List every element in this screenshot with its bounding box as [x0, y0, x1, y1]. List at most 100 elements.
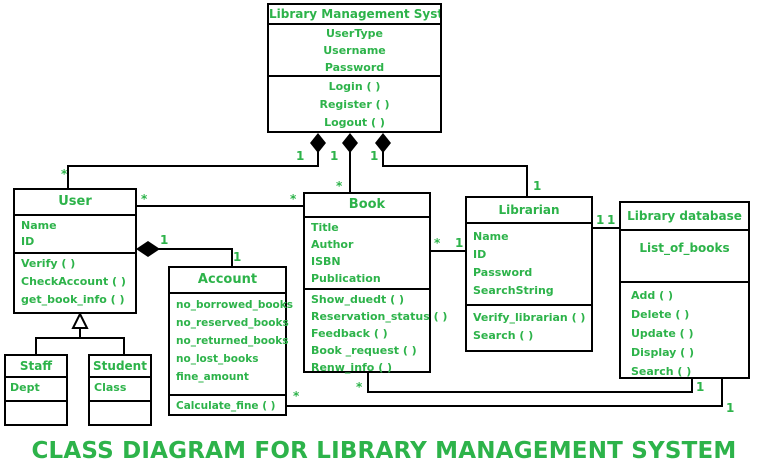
composition-diamond-lms-user: [310, 133, 326, 153]
attribute: ISBN: [311, 255, 341, 268]
attributes-lms: UserType Username Password: [269, 25, 440, 77]
generalization-arrowhead: [71, 311, 89, 329]
method: Display ( ): [631, 346, 695, 359]
class-name-book: Book: [305, 194, 429, 218]
attributes-book: Title Author ISBN Publication: [305, 218, 429, 290]
connector-lms-user: [67, 150, 319, 188]
method: get_book_info ( ): [21, 293, 125, 306]
methods-account: Calculate_fine ( ): [170, 396, 285, 417]
multiplicity-label: 1: [696, 380, 705, 394]
multiplicity-label: *: [141, 192, 148, 206]
class-name-library-database: Library database: [621, 203, 748, 231]
attribute: Class: [94, 381, 127, 394]
attribute: UserType: [325, 27, 384, 40]
multiplicity-label: 1: [726, 401, 735, 415]
class-name-lms: Library Management System: [269, 5, 440, 25]
attribute: SearchString: [473, 284, 554, 297]
attribute: Publication: [311, 272, 381, 285]
composition-diamond-lms-librarian: [375, 133, 391, 153]
attribute: no_returned_books: [176, 335, 289, 347]
multiplicity-label: *: [293, 389, 300, 403]
class-library-management-system: Library Management System UserType Usern…: [267, 3, 442, 133]
class-name-staff: Staff: [6, 356, 66, 378]
multiplicity-label: 1: [160, 233, 169, 247]
attribute: ID: [21, 235, 35, 248]
attributes-user: Name ID: [15, 216, 135, 254]
method: Book _request ( ): [311, 344, 417, 357]
attribute: no_borrowed_books: [176, 299, 294, 311]
methods-student: [90, 402, 150, 406]
multiplicity-label: 1: [455, 236, 464, 250]
methods-staff: [6, 402, 66, 406]
multiplicity-label: *: [336, 179, 343, 193]
multiplicity-label: 1: [370, 149, 379, 163]
method: Login ( ): [328, 80, 381, 93]
method: Update ( ): [631, 327, 694, 340]
attribute: Name: [473, 230, 509, 243]
method: Verify_librarian ( ): [473, 311, 586, 324]
method: Show_duedt ( ): [311, 293, 404, 306]
class-account: Account no_borrowed_books no_reserved_bo…: [168, 266, 294, 417]
attribute: Password: [473, 266, 533, 279]
generalization-branches: [35, 337, 125, 354]
attribute: Author: [311, 238, 354, 251]
class-name-account: Account: [170, 268, 285, 294]
attribute: Password: [324, 61, 385, 74]
class-student: Student Class: [88, 354, 152, 426]
attribute: Name: [21, 219, 57, 232]
class-name-user: User: [15, 190, 135, 216]
class-book: Book Title Author ISBN Publication Show_…: [303, 192, 447, 374]
attribute: Title: [311, 221, 339, 234]
multiplicity-label: *: [356, 380, 363, 394]
method: Verify ( ): [21, 257, 76, 270]
connector-lms-librarian: [382, 150, 528, 196]
method: Renw_info ( ): [311, 361, 393, 374]
composition-diamond-lms-book: [342, 133, 358, 153]
method: Logout ( ): [324, 116, 385, 129]
multiplicity-label: *: [61, 167, 68, 181]
multiplicity-label: 1: [607, 213, 616, 227]
connector-user-account: [158, 248, 233, 266]
method: Search ( ): [473, 329, 534, 342]
multiplicity-label: *: [434, 236, 441, 250]
attributes-librarian: Name ID Password SearchString: [467, 224, 591, 306]
method: Register ( ): [319, 98, 390, 111]
method: Delete ( ): [631, 308, 690, 321]
methods-librarian: Verify_librarian ( ) Search ( ): [467, 306, 591, 347]
multiplicity-label: 1: [533, 179, 542, 193]
attributes-library-database: List_of_books: [621, 231, 748, 283]
methods-lms: Login ( ) Register ( ) Logout ( ): [269, 77, 440, 133]
method: CheckAccount ( ): [21, 275, 126, 288]
class-name-student: Student: [90, 356, 150, 378]
connector-account-db: [286, 378, 723, 407]
attributes-student: Class: [90, 378, 150, 402]
class-librarian: Librarian Name ID Password SearchString …: [465, 196, 593, 352]
attributes-staff: Dept: [6, 378, 66, 402]
method: Feedback ( ): [311, 327, 388, 340]
method: Reservation_status ( ): [311, 310, 448, 323]
class-staff: Staff Dept: [4, 354, 68, 426]
attributes-account: no_borrowed_books no_reserved_books no_r…: [170, 294, 294, 396]
methods-book: Show_duedt ( ) Reservation_status ( ) Fe…: [305, 290, 448, 378]
attribute: no_reserved_books: [176, 317, 289, 329]
class-library-database: Library database List_of_books Add ( ) D…: [619, 201, 750, 379]
multiplicity-label: 1: [596, 213, 605, 227]
multiplicity-label: 1: [233, 250, 242, 264]
multiplicity-label: 1: [296, 149, 305, 163]
attribute: Dept: [10, 381, 40, 394]
attribute: List_of_books: [639, 241, 730, 255]
class-user: User Name ID Verify ( ) CheckAccount ( )…: [13, 188, 137, 314]
methods-library-database: Add ( ) Delete ( ) Update ( ) Display ( …: [621, 283, 748, 383]
method: Add ( ): [631, 289, 673, 302]
method: Calculate_fine ( ): [176, 400, 276, 412]
composition-diamond-user-account: [136, 241, 160, 257]
attribute: no_lost_books: [176, 353, 259, 365]
connector-book-db: [367, 372, 693, 393]
attribute: Username: [323, 44, 386, 57]
diagram-caption: CLASS DIAGRAM FOR LIBRARY MANAGEMENT SYS…: [31, 438, 737, 464]
method: Search ( ): [631, 365, 692, 378]
attribute: fine_amount: [176, 371, 249, 383]
attribute: ID: [473, 248, 487, 261]
class-name-librarian: Librarian: [467, 198, 591, 224]
